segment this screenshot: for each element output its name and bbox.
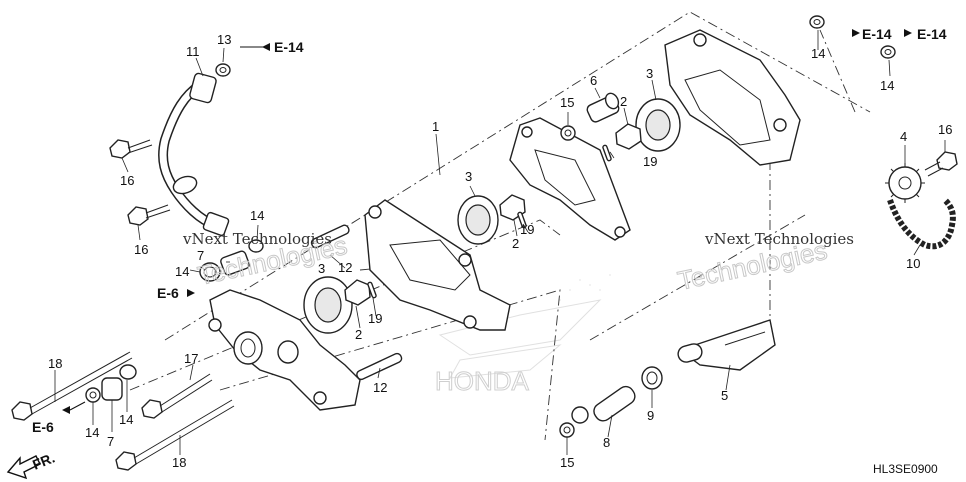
- callout-16-right: 16: [938, 122, 952, 137]
- sprocket-part-4: [885, 163, 925, 203]
- callout-11: 11: [186, 44, 200, 59]
- inner-rotor-part-2-lower: [344, 279, 371, 306]
- dowel-part-12-lower: [356, 352, 403, 381]
- callout-14-lower-b: 14: [119, 412, 133, 427]
- callout-16-left-b: 16: [134, 242, 148, 257]
- rotor-part-3-upper: [635, 98, 681, 152]
- reference-arrows: [62, 29, 912, 414]
- inner-rotor-part-2-upper: [615, 123, 642, 150]
- callout-2-center: 2: [512, 236, 519, 251]
- washer-part-14-top-b: [880, 45, 896, 59]
- front-label: FR.: [30, 449, 57, 472]
- pump-housing-part-1-upper: [664, 29, 801, 166]
- long-bolt-part-18-lower: [115, 399, 235, 471]
- dowel-part-12-upper: [310, 224, 350, 249]
- oil-strainer-part-5: [677, 319, 776, 371]
- pump-plate-part-1-mid: [509, 117, 631, 241]
- washer-part-15-lower: [559, 422, 575, 438]
- washer-part-14-lower: [85, 387, 101, 403]
- watermark-right: vNext Technologies: [704, 230, 854, 248]
- leader-lines: [54, 30, 946, 455]
- callout-3-lower: 3: [318, 261, 325, 276]
- bolt-part-16-upper: [109, 139, 153, 159]
- callout-14-right-b: 14: [880, 78, 894, 93]
- watermark-left: vNext Technologies: [182, 230, 332, 248]
- rotor-part-3-center: [457, 195, 499, 245]
- collar-part-9: [641, 366, 663, 390]
- callout-3-upper: 3: [646, 66, 653, 81]
- ref-e14-top-right-a: E-14: [862, 26, 892, 42]
- callout-15-lower: 15: [560, 455, 574, 470]
- pump-cover-part-1-front: [208, 289, 361, 411]
- bolt-part-16-lower: [127, 204, 171, 226]
- oring-part-14-lower: [119, 364, 137, 380]
- oil-pipe-part-11: [158, 72, 230, 237]
- callout-14-upper-left: 14: [175, 264, 189, 279]
- callout-10: 10: [906, 256, 920, 271]
- callout-19-upper: 19: [643, 154, 657, 169]
- fitting-part-7-upper: [220, 250, 250, 276]
- callout-7-lower: 7: [107, 434, 114, 449]
- callout-6: 6: [590, 73, 597, 88]
- callout-3-center: 3: [465, 169, 472, 184]
- sleeve-part-6: [586, 92, 620, 123]
- callout-16-left-a: 16: [120, 173, 134, 188]
- callout-14-lower-a: 14: [85, 425, 99, 440]
- callout-1: 1: [432, 119, 439, 134]
- washer-part-14-top-a: [809, 15, 825, 29]
- rotor-part-3-lower: [303, 276, 353, 334]
- ref-e14-top-left: E-14: [274, 39, 304, 55]
- bolt-part-17: [141, 373, 213, 419]
- callout-19-center: 19: [520, 222, 534, 237]
- ref-e14-top-right-b: E-14: [917, 26, 947, 42]
- callout-17: 17: [184, 351, 198, 366]
- callout-4: 4: [900, 129, 907, 144]
- callout-5: 5: [721, 388, 728, 403]
- callout-7-upper: 7: [197, 248, 204, 263]
- washer-part-15-upper: [560, 125, 576, 141]
- ref-e6-left: E-6: [157, 285, 179, 301]
- callout-8: 8: [603, 435, 610, 450]
- pump-body-part-1-rear: [364, 199, 511, 331]
- bolt-part-16-right: [924, 151, 958, 177]
- callout-12-lower: 12: [373, 380, 387, 395]
- fitting-part-7-lower: [101, 377, 123, 401]
- callout-14-right-a: 14: [811, 46, 825, 61]
- callout-18-lower: 18: [172, 455, 186, 470]
- long-bolt-part-18-upper: [11, 351, 133, 421]
- callout-15-upper: 15: [560, 95, 574, 110]
- callout-14-mid: 14: [250, 208, 264, 223]
- washer-part-13: [215, 63, 231, 77]
- callout-12-upper: 12: [338, 260, 352, 275]
- pin-part-19-lower: [367, 281, 377, 299]
- callout-2-lower: 2: [355, 327, 362, 342]
- diagram-code: HL3SE0900: [873, 462, 938, 476]
- pipe-part-8: [571, 385, 636, 424]
- pin-part-19-upper: [602, 144, 612, 162]
- callout-19-lower: 19: [368, 311, 382, 326]
- callout-9: 9: [647, 408, 654, 423]
- callout-18-upper: 18: [48, 356, 62, 371]
- washer-part-14-mid: [248, 239, 264, 253]
- honda-text-watermark: HONDA: [435, 366, 530, 396]
- callout-2-upper: 2: [620, 94, 627, 109]
- drive-chain-part-10: [887, 197, 956, 250]
- ref-e6-bottom: E-6: [32, 419, 54, 435]
- callout-13: 13: [217, 32, 231, 47]
- front-direction-arrow: [6, 455, 41, 480]
